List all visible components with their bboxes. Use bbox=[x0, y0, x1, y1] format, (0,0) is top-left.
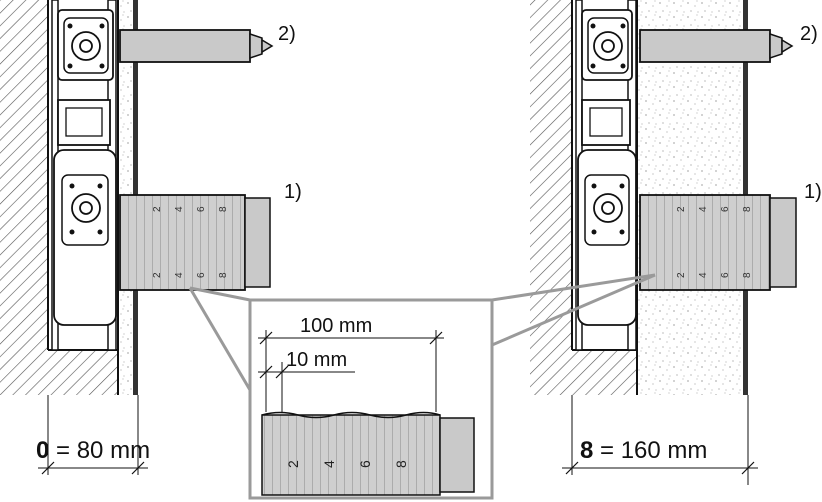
right-sleeve-scale-bottom-6: 6 bbox=[720, 272, 731, 278]
inset-scale-6: 6 bbox=[357, 460, 373, 468]
left-view: 2 4 6 8 2 4 6 8 2) 1) 0 = 80 mm bbox=[0, 0, 302, 475]
right-lower-valve bbox=[577, 149, 637, 326]
right-sleeve-scale-top-2: 2 bbox=[676, 206, 687, 212]
left-sleeve-scale-bottom-2: 2 bbox=[152, 272, 163, 278]
right-view: 2 4 6 8 2 4 6 8 2) 1) 8 = 160 mm bbox=[530, 0, 822, 485]
right-sleeve-scale-bottom-2: 2 bbox=[676, 272, 687, 278]
inset-scale-8: 8 bbox=[393, 460, 409, 468]
left-callout-one: 1) bbox=[284, 181, 302, 203]
right-sleeve-scale-bottom-8: 8 bbox=[742, 272, 753, 278]
inset-dimension-100mm: 100 mm bbox=[300, 315, 372, 337]
right-callout-two: 2) bbox=[800, 23, 818, 45]
left-sleeve-scale-bottom-6: 6 bbox=[196, 272, 207, 278]
right-upper-pipe bbox=[639, 29, 794, 63]
left-wall-hatch bbox=[0, 0, 48, 395]
inset-scale-2: 2 bbox=[285, 460, 301, 468]
right-sleeve-scale-top-6: 6 bbox=[720, 206, 731, 212]
right-callout-one: 1) bbox=[804, 181, 822, 203]
left-sleeve-scale-top-4: 4 bbox=[174, 206, 185, 212]
right-sleeve-scale-top-4: 4 bbox=[698, 206, 709, 212]
right-sleeve-scale-top-8: 8 bbox=[742, 206, 753, 212]
left-sleeve: 2 4 6 8 2 4 6 8 bbox=[119, 194, 271, 291]
left-upper-valve bbox=[57, 9, 114, 81]
right-floor-hatch bbox=[572, 350, 637, 395]
left-sleeve-scale-top-6: 6 bbox=[196, 206, 207, 212]
right-wall-hatch bbox=[530, 0, 572, 395]
left-floor-hatch bbox=[48, 350, 118, 395]
right-dimension-label: 8 = 160 mm bbox=[580, 437, 707, 464]
left-upper-pipe bbox=[119, 29, 274, 63]
right-upper-valve bbox=[581, 9, 633, 81]
left-sleeve-scale-bottom-4: 4 bbox=[174, 272, 185, 278]
inset-dimension-10mm: 10 mm bbox=[286, 349, 347, 371]
left-callout-two: 2) bbox=[278, 23, 296, 45]
inset-scale-4: 4 bbox=[321, 460, 337, 468]
right-sleeve-scale-bottom-4: 4 bbox=[698, 272, 709, 278]
left-lower-valve bbox=[53, 149, 117, 326]
left-sleeve-scale-top-2: 2 bbox=[152, 206, 163, 212]
left-sleeve-scale-top-8: 8 bbox=[218, 206, 229, 212]
detail-inset: 2 4 6 8 100 mm 10 mm bbox=[188, 273, 656, 500]
left-sleeve-scale-bottom-8: 8 bbox=[218, 272, 229, 278]
right-sleeve: 2 4 6 8 2 4 6 8 bbox=[639, 194, 797, 291]
left-dimension-label: 0 = 80 mm bbox=[36, 437, 150, 464]
